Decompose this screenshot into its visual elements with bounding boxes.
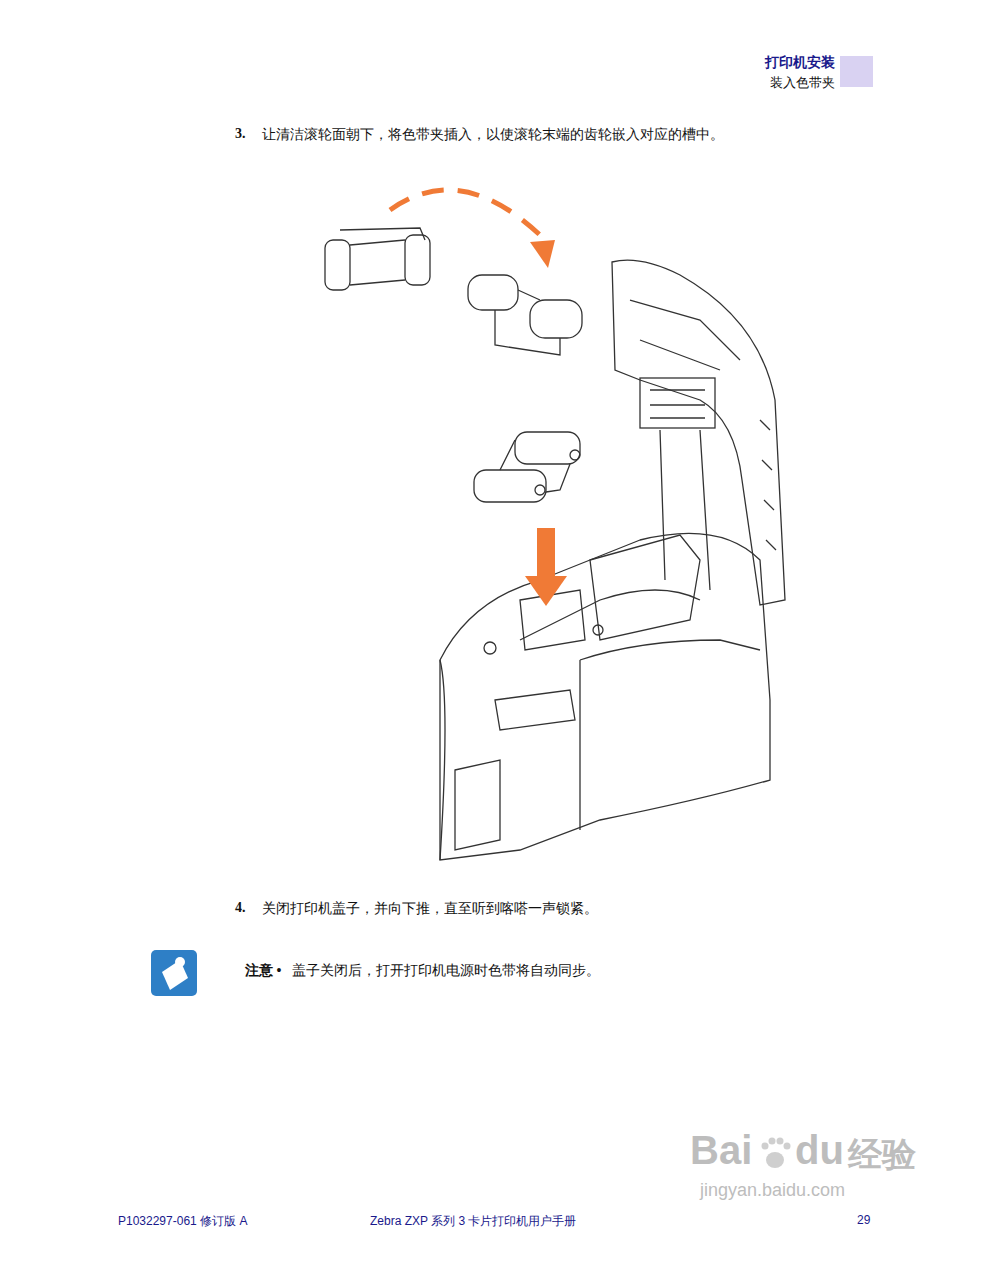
step-number: 3. — [235, 126, 246, 142]
footer-manual-title: Zebra ZXP 系列 3 卡片打印机用户手册 — [370, 1213, 576, 1230]
printer-drawing — [325, 228, 785, 860]
page-number: 29 — [857, 1213, 870, 1227]
watermark-paw — [762, 1138, 791, 1169]
note-label: 注意 • — [245, 962, 281, 980]
watermark: Bai — [690, 1128, 752, 1173]
subsection-title: 装入色带夹 — [770, 74, 835, 92]
watermark-url: jingyan.baidu.com — [700, 1180, 845, 1201]
section-title: 打印机安装 — [765, 54, 835, 72]
insert-arrow — [537, 528, 555, 578]
watermark: du — [795, 1128, 844, 1173]
header-tab — [840, 56, 873, 87]
step-number: 4. — [235, 900, 246, 916]
footer-doc-number: P1032297-061 修订版 A — [118, 1213, 247, 1230]
insert-arrowhead — [525, 576, 567, 606]
watermark: 经验 — [848, 1132, 916, 1178]
step-text: 让清洁滚轮面朝下，将色带夹插入，以使滚轮末端的齿轮嵌入对应的槽中。 — [262, 126, 724, 144]
rotate-arrowhead — [530, 240, 555, 268]
step-text: 关闭打印机盖子，并向下推，直至听到喀嗒一声锁紧。 — [262, 900, 598, 918]
note-text: 盖子关闭后，打开打印机电源时色带将自动同步。 — [292, 962, 600, 980]
note-icon — [151, 950, 197, 996]
rotate-arrow — [390, 190, 540, 235]
